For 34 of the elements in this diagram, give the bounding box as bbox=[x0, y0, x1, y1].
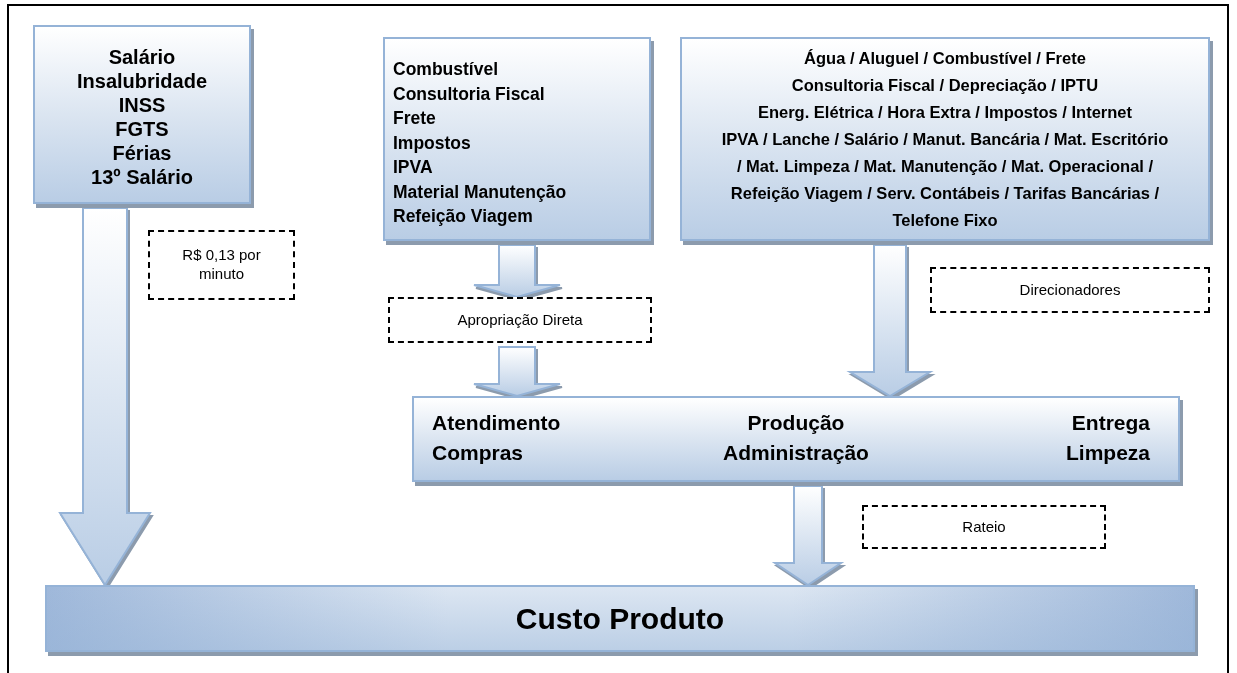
cost-item: Impostos bbox=[393, 131, 471, 155]
cost-list: Água / Aluguel / Combustível / Frete bbox=[719, 45, 1171, 72]
note-box bbox=[148, 230, 295, 300]
note-text: Apropriação Direta bbox=[457, 310, 583, 330]
block-arrow bbox=[846, 244, 934, 398]
cost-list: Consultoria Fiscal / Depreciação / IPTU bbox=[719, 72, 1171, 99]
block-arrow bbox=[771, 485, 845, 587]
note-box bbox=[930, 267, 1210, 313]
block-arrow bbox=[473, 244, 561, 299]
cost-item: Refeição Viagem bbox=[393, 205, 533, 228]
activity-names: Entrega Limpeza bbox=[1064, 410, 1150, 466]
activity-names: Atendimento Compras bbox=[432, 410, 562, 466]
note-box bbox=[388, 297, 652, 343]
cost-item: Insalubridade bbox=[77, 69, 207, 93]
cost-item: Férias bbox=[112, 141, 172, 165]
block-arrow bbox=[473, 346, 561, 398]
cost-item: 13º Salário bbox=[91, 165, 193, 189]
cost-list: Energ. Elétrica / Hora Extra / Impostos / Internet bbox=[719, 99, 1171, 126]
cost-item: IPVA bbox=[393, 156, 433, 179]
note-text: Rateio bbox=[962, 517, 1006, 537]
activity-names: Produção Administração bbox=[722, 410, 870, 466]
note-text: Direcionadores bbox=[1019, 280, 1121, 300]
result-title: Custo Produto bbox=[515, 601, 725, 636]
cost-item: INSS bbox=[118, 93, 166, 117]
cost-list: IPVA / Lanche / Salário / Manut. Bancária / Mat. Escritório / Mat. Limpeza / Mat. Manutenção / Mat. Operacional / Refeição Viagem / Serv. Contábeis / Tarifas Bancárias / Telefone Fixo bbox=[719, 126, 1171, 234]
cost-item: FGTS bbox=[115, 117, 169, 141]
cost-item: Material Manutenção bbox=[393, 180, 567, 204]
cost-item: Consultoria Fiscal bbox=[393, 82, 545, 106]
cost-item: Combustível bbox=[393, 58, 499, 81]
cost-item: Frete bbox=[393, 107, 436, 130]
block-arrow bbox=[58, 207, 152, 587]
note-text: R$ 0,13 por minuto bbox=[181, 246, 262, 284]
cost-item: Salário bbox=[108, 45, 176, 69]
note-box bbox=[862, 505, 1106, 549]
